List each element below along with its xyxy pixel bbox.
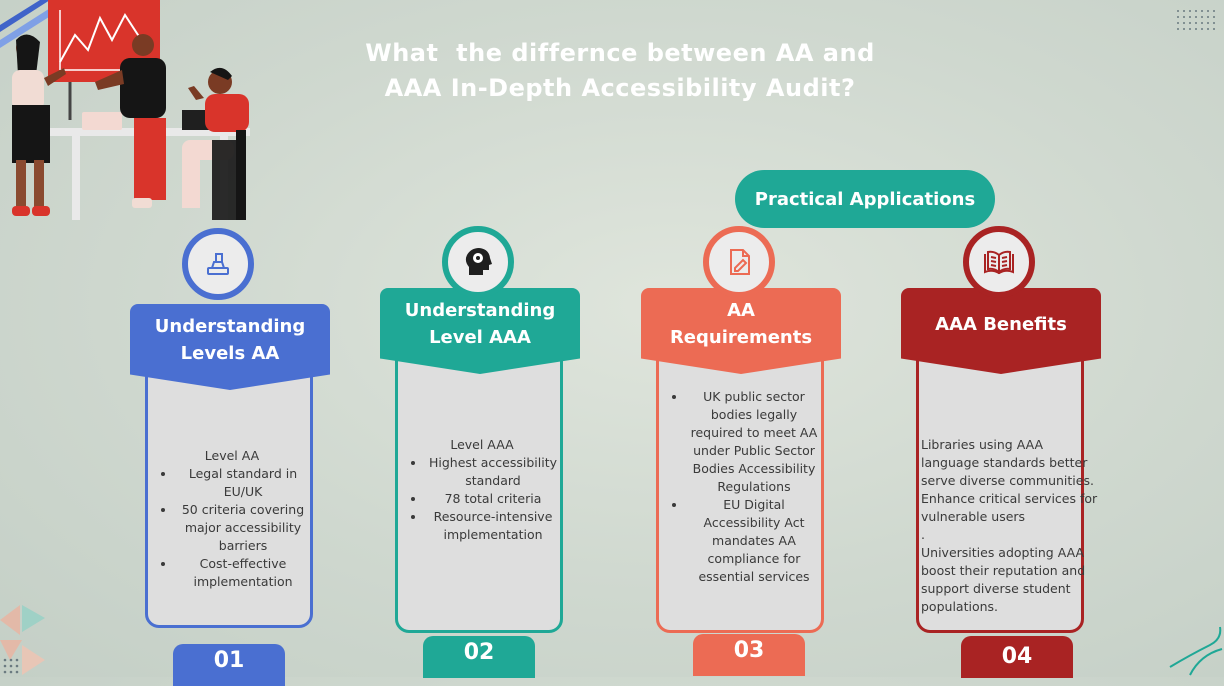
card-intro: Level AAA — [450, 437, 514, 452]
list-item: 78 total criteria — [426, 490, 560, 508]
title-line-2: AAA In-Depth Accessibility Audit? — [384, 74, 856, 102]
practical-applications-pill: Practical Applications — [735, 170, 995, 228]
paragraph: Libraries using AAA language standards b… — [921, 437, 1094, 488]
heading-line: Level AAA — [429, 327, 531, 348]
card-body: UK public sector bodies legally required… — [656, 323, 824, 633]
heading-line: AA — [727, 300, 755, 321]
list-item: Highest accessibility standard — [426, 454, 560, 490]
card-heading: Understanding Level AAA — [380, 288, 580, 374]
card-bullets: Highest accessibility standard 78 total … — [398, 454, 566, 544]
card-heading: Understanding Levels AA — [130, 304, 330, 390]
list-item: 50 criteria covering major accessibility… — [176, 501, 310, 555]
stamp-icon — [207, 253, 229, 275]
card-aa-requirements: UK public sector bodies legally required… — [641, 226, 841, 677]
card-bullets: UK public sector bodies legally required… — [659, 388, 827, 586]
team-meeting-illustration — [0, 0, 250, 220]
card-understanding-level-aaa: Level AAA Highest accessibility standard… — [380, 226, 580, 678]
card-body: Libraries using AAA language standards b… — [916, 323, 1097, 633]
open-book-icon — [984, 250, 1014, 275]
heading-line: Understanding — [404, 300, 556, 321]
card-content: Libraries using AAA language standards b… — [921, 436, 1101, 616]
card-number: 01 — [173, 644, 285, 686]
triangle-decoration — [0, 605, 45, 675]
swirl-decoration — [1169, 626, 1223, 676]
paragraph: Enhance critical services for vulnerable… — [921, 491, 1098, 524]
card-bullets: Legal standard in EU/UK 50 criteria cove… — [148, 465, 316, 591]
card-icon-circle — [442, 226, 514, 298]
card-understanding-levels-aa: Level AA Legal standard in EU/UK 50 crit… — [130, 228, 330, 686]
heading-line: Requirements — [669, 327, 813, 348]
card-content: Level AAA Highest accessibility standard… — [398, 436, 566, 544]
paragraph: Universities adopting AAA boost their re… — [921, 545, 1086, 614]
card-icon-circle — [182, 228, 254, 300]
card-number: 02 — [423, 636, 535, 678]
head-gear-icon — [465, 248, 492, 275]
heading-line: Understanding — [154, 316, 306, 337]
card-heading: AA Requirements — [641, 288, 841, 374]
heading-line: Levels AA — [180, 343, 280, 364]
title-line-1: What the differnce between AA and — [365, 39, 875, 67]
paragraph: . — [921, 527, 925, 542]
page-title: What the differnce between AA and AAA In… — [300, 36, 940, 106]
card-heading: AAA Benefits — [901, 288, 1101, 374]
card-icon-circle — [703, 226, 775, 298]
card-icon-circle — [963, 226, 1035, 298]
card-content: Level AA Legal standard in EU/UK 50 crit… — [148, 447, 316, 591]
list-item: Legal standard in EU/UK — [176, 465, 310, 501]
list-item: Resource-intensive implementation — [426, 508, 560, 544]
document-pen-icon — [730, 249, 750, 275]
card-intro: Level AA — [204, 448, 260, 463]
heading-line: AAA Benefits — [935, 313, 1067, 335]
list-item: EU Digital Accessibility Act mandates AA… — [687, 496, 821, 586]
list-item: UK public sector bodies legally required… — [687, 388, 821, 496]
card-number: 04 — [961, 636, 1073, 678]
list-item: Cost-effective implementation — [176, 555, 310, 591]
card-content: UK public sector bodies legally required… — [659, 388, 827, 586]
dot-grid-decoration — [1175, 8, 1217, 32]
card-body: Level AAA Highest accessibility standard… — [395, 323, 563, 633]
card-number: 03 — [693, 634, 805, 676]
card-aaa-benefits: Libraries using AAA language standards b… — [901, 226, 1101, 678]
